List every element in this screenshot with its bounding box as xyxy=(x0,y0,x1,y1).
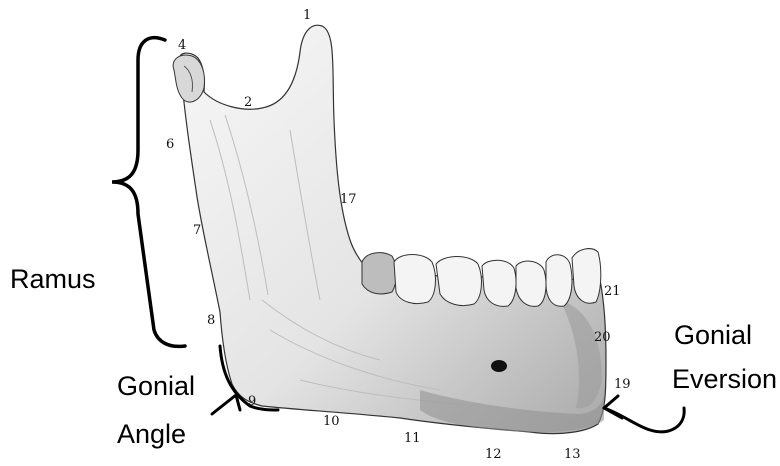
tooth-molar-3 xyxy=(362,253,397,294)
gonial-eversion-arrow xyxy=(604,408,684,432)
ramus-label: Ramus xyxy=(10,264,96,294)
tooth-incisors xyxy=(572,249,601,304)
landmark-19: 19 xyxy=(614,377,631,392)
gonial-angle-arrowhead xyxy=(212,395,240,414)
tooth-canine xyxy=(546,255,572,307)
landmark-4: 4 xyxy=(178,38,186,53)
landmark-2: 2 xyxy=(244,95,252,110)
landmark-6: 6 xyxy=(166,137,174,152)
landmark-11: 11 xyxy=(404,431,421,446)
gonial-angle-label-line2: Angle xyxy=(117,419,186,449)
condyle xyxy=(173,55,204,102)
gonial-eversion-label-line1: Gonial xyxy=(674,320,752,350)
landmark-1: 1 xyxy=(303,8,311,23)
gonial-eversion-label-line2: Eversion xyxy=(672,364,777,394)
landmark-20: 20 xyxy=(594,330,611,345)
landmark-9: 9 xyxy=(248,394,256,409)
landmark-7: 7 xyxy=(193,223,201,238)
mandible-bone xyxy=(179,25,606,433)
tooth-premolar-1 xyxy=(516,261,546,306)
mental-foramen xyxy=(491,360,507,372)
landmark-13: 13 xyxy=(564,447,581,462)
tooth-molar-1 xyxy=(436,257,481,306)
landmark-8: 8 xyxy=(207,313,215,328)
landmark-10: 10 xyxy=(323,414,340,429)
tooth-molar-2 xyxy=(394,255,435,304)
gonial-angle-label-line1: Gonial xyxy=(117,371,195,401)
landmark-12: 12 xyxy=(485,447,502,462)
landmark-17: 17 xyxy=(340,192,357,207)
landmark-21: 21 xyxy=(604,284,621,299)
ramus-brace xyxy=(112,38,185,347)
